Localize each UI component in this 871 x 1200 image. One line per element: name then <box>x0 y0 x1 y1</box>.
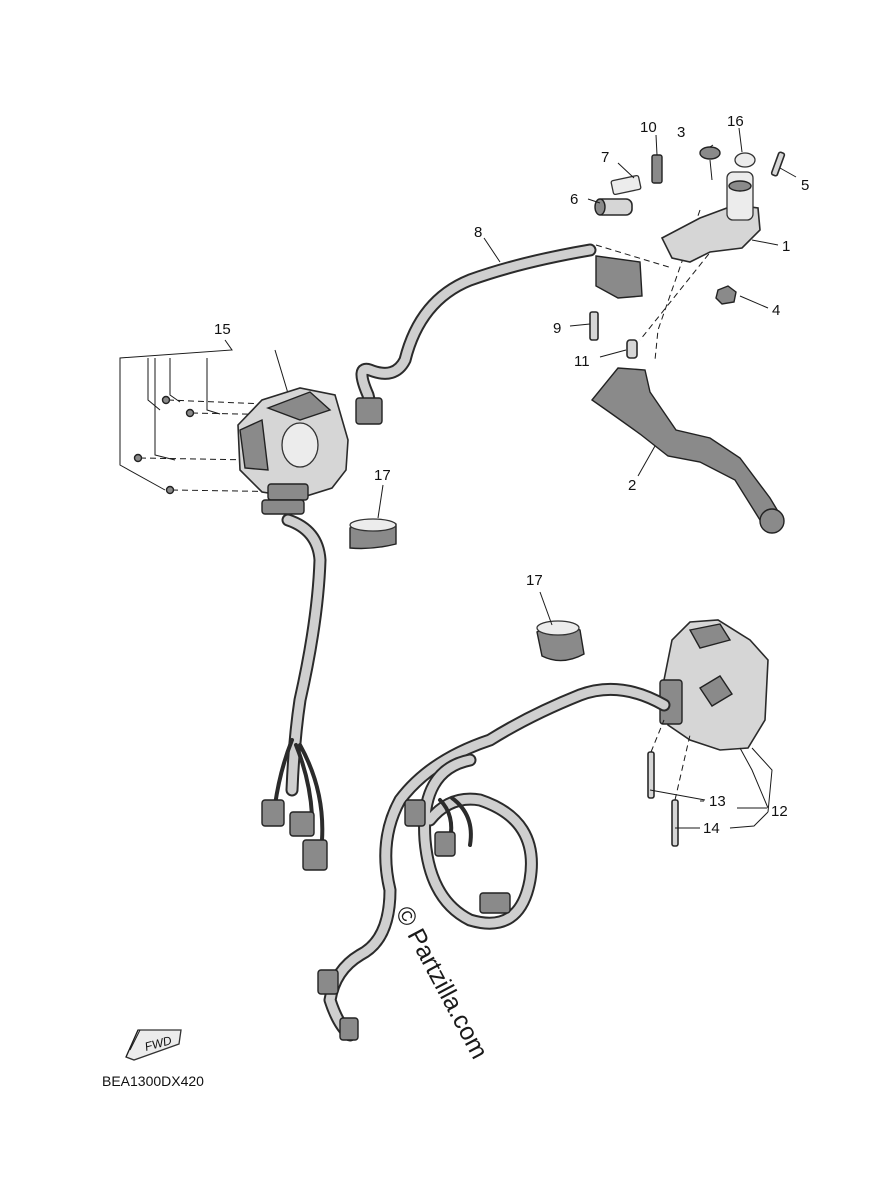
spring-10 <box>651 154 663 184</box>
screw-14 <box>671 799 679 847</box>
callout-17-b: 17 <box>526 572 543 589</box>
forward-direction-arrow: FWD <box>125 1029 182 1061</box>
pin-5 <box>770 151 786 177</box>
callouts: 1 2 3 4 5 6 7 8 9 10 11 12 13 14 15 16 1… <box>214 113 809 837</box>
connector-c <box>302 839 328 871</box>
callout-1: 1 <box>782 238 790 255</box>
left-switch-harness <box>261 513 328 871</box>
screw-13 <box>647 751 655 799</box>
callout-12: 12 <box>771 803 788 820</box>
callout-4: 4 <box>772 302 780 319</box>
callout-9: 9 <box>553 320 561 337</box>
switch-7 <box>610 174 642 196</box>
diagram-code: BEA1300DX420 <box>102 1073 204 1089</box>
cable-connector <box>355 397 383 425</box>
clutch-lever-2 <box>590 367 783 531</box>
cap-3 <box>699 146 721 160</box>
callout-17-a: 17 <box>374 467 391 484</box>
switch-block <box>595 255 643 299</box>
callout-5: 5 <box>801 177 809 194</box>
connector-a <box>261 799 285 827</box>
right-switch-harness <box>317 682 671 1042</box>
callout-8: 8 <box>474 224 482 241</box>
callout-15: 15 <box>214 321 231 338</box>
callout-6: 6 <box>570 191 578 208</box>
band-17-a <box>349 518 397 550</box>
connector-d <box>404 799 426 827</box>
holder-boss <box>726 171 754 221</box>
leader-lines <box>377 127 797 829</box>
clutch-cable-8 <box>355 243 597 425</box>
cap-16 <box>734 152 756 168</box>
bolt-9 <box>589 311 599 341</box>
collar-11 <box>626 339 638 359</box>
lever-holder-assembly <box>589 146 786 534</box>
connector-e <box>434 831 456 857</box>
connector-g <box>317 969 339 995</box>
callout-14: 14 <box>703 820 720 837</box>
callout-2: 2 <box>628 477 636 494</box>
band-17-b <box>536 620 585 662</box>
callout-7: 7 <box>601 149 609 166</box>
callout-13: 13 <box>709 793 726 810</box>
connector-f <box>479 892 511 914</box>
callout-11: 11 <box>574 353 590 370</box>
callout-3: 3 <box>677 124 685 141</box>
nut-4 <box>715 285 737 305</box>
connector-b <box>289 811 315 837</box>
connector-h <box>339 1017 359 1041</box>
handlebar-switch-12 <box>647 619 769 847</box>
callout-16: 16 <box>727 113 744 130</box>
callout-10: 10 <box>640 119 657 136</box>
handlebar-switch-15 <box>119 339 349 515</box>
fwd-label: FWD <box>143 1033 173 1054</box>
